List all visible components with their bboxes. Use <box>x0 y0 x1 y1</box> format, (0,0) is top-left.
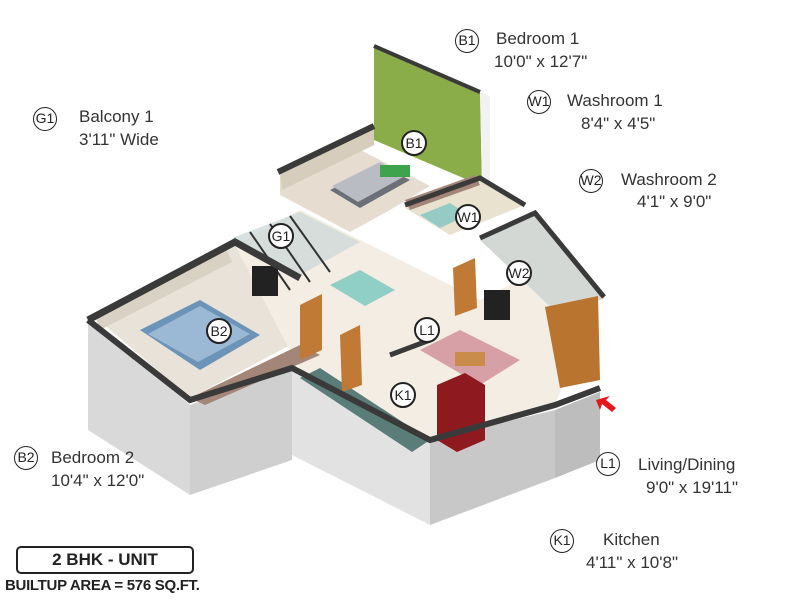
unit-type-label: 2 BHK - UNIT <box>16 546 194 574</box>
room-size: 9'0" x 19'11" <box>646 478 738 497</box>
room-name: Living/Dining <box>638 455 736 474</box>
room-name: Bedroom 1 <box>496 29 580 48</box>
builtup-area: BUILTUP AREA = 576 SQ.FT. <box>5 577 200 594</box>
room-name: Washroom 2 <box>621 170 717 189</box>
badge-b2: B2 <box>14 446 38 470</box>
plan-marker-w1: W1 <box>455 204 481 230</box>
plan-marker-k1: K1 <box>390 382 416 408</box>
room-name: Bedroom 2 <box>51 448 135 467</box>
room-name: Washroom 1 <box>567 91 663 110</box>
room-size: 10'4" x 12'0" <box>51 471 145 490</box>
badge-g1: G1 <box>33 107 57 131</box>
room-size: 8'4" x 4'5" <box>581 114 656 133</box>
plan-marker-l1: L1 <box>414 317 440 343</box>
badge-w1: W1 <box>527 90 551 114</box>
badge-b1: B1 <box>455 29 479 53</box>
room-size: 3'11" Wide <box>79 130 159 149</box>
plan-marker-w2: W2 <box>506 260 532 286</box>
room-size: 4'11" x 10'8" <box>586 553 678 572</box>
room-name: Kitchen <box>603 530 660 549</box>
room-name: Balcony 1 <box>79 107 154 126</box>
plan-marker-b2: B2 <box>206 318 232 344</box>
plan-marker-g1: G1 <box>268 223 294 249</box>
badge-w2: W2 <box>579 169 603 193</box>
room-size: 10'0" x 12'7" <box>494 52 588 71</box>
badge-l1: L1 <box>596 452 620 476</box>
plan-marker-b1: B1 <box>401 130 427 156</box>
badge-k1: K1 <box>550 529 574 553</box>
room-size: 4'1" x 9'0" <box>637 192 712 211</box>
